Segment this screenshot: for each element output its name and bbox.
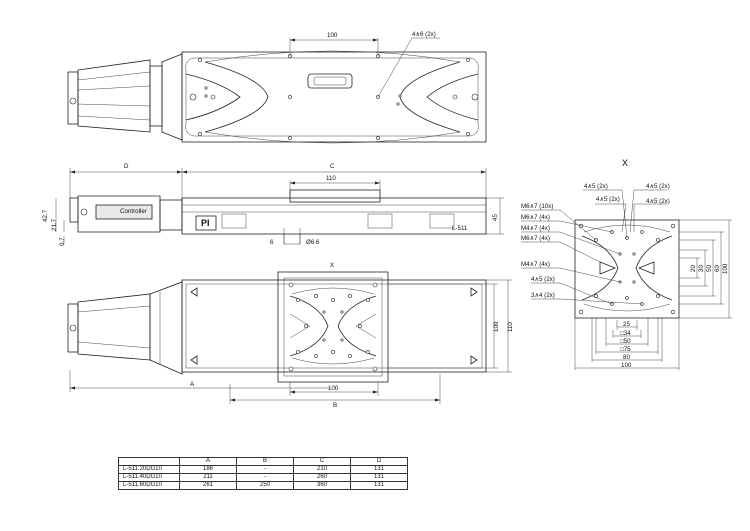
plan-dim-A: A xyxy=(190,381,195,388)
plan-view xyxy=(67,271,512,404)
detail-callout-left-6: 4∧5 (2x) xyxy=(531,276,555,283)
table-cell: 131 xyxy=(350,481,408,490)
detail-dim-50-v: 50 xyxy=(706,265,713,272)
detail-callout-left-2: M6∧7 (4x) xyxy=(521,214,550,221)
side-dim-110: 110 xyxy=(326,175,336,182)
side-dim-21-7: 21.7 xyxy=(51,218,58,231)
table-cell: 250 xyxy=(236,481,294,490)
top-dim-100: 100 xyxy=(327,32,338,39)
detail-callout-top-2: 4∧5 (2x) xyxy=(596,196,620,203)
detail-callout-top-1: 4∧5 (2x) xyxy=(584,183,608,190)
side-dim-6: 6 xyxy=(270,239,274,246)
detail-callout-left-1: M6∧7 (10x) xyxy=(521,203,553,210)
detail-x-view xyxy=(521,189,732,370)
side-dim-D: D xyxy=(124,163,129,170)
detail-callout-top-3: 4∧5 (2x) xyxy=(646,183,670,190)
detail-callout-left-5: M4∧7 (4x) xyxy=(521,261,550,268)
plan-dim-100-v: 100 xyxy=(493,321,500,332)
table-cell: - xyxy=(236,473,294,482)
table-cell: 360 xyxy=(293,481,351,490)
side-dim-C: C xyxy=(330,163,335,170)
pi-logo: PI xyxy=(201,218,210,228)
detail-dim-30: 30 xyxy=(698,265,705,272)
controller-label: Controller xyxy=(120,208,147,215)
side-dim-0-7: 0.7 xyxy=(59,237,66,246)
side-view xyxy=(55,168,504,245)
detail-callout-top-4: 4∧5 (2x) xyxy=(646,198,670,205)
table-header-cell: B xyxy=(236,457,294,466)
detail-callout-left-7: 3∧4 (2x) xyxy=(531,292,555,299)
side-dim-dia-6-6: Ø6.6 xyxy=(306,239,320,246)
table-cell: L-511.20DG10 xyxy=(118,465,180,474)
top-callout-holes: 4∧6 (2x) xyxy=(412,31,436,38)
top-view xyxy=(67,37,487,144)
plan-dim-110-v: 110 xyxy=(507,322,514,332)
detail-dim-100-v: 100 xyxy=(722,263,729,274)
table-row: L-511.20DG10 186 - 210 131 xyxy=(118,465,408,474)
detail-dim-25: 25 xyxy=(623,321,630,328)
table-cell: 131 xyxy=(350,473,408,482)
table-row: L-511.40DG10 211 - 260 131 xyxy=(118,473,408,482)
table-cell: 210 xyxy=(293,465,351,474)
table-cell: 131 xyxy=(350,465,408,474)
table-header-cell: C xyxy=(293,457,351,466)
table-header-cell: D xyxy=(350,457,408,466)
table-cell: 260 xyxy=(293,473,351,482)
table-cell: L-511.40DG10 xyxy=(118,473,180,482)
detail-dim-20: 20 xyxy=(690,265,697,272)
table-cell: 186 xyxy=(179,465,237,474)
table-header-cell xyxy=(118,457,180,466)
plan-dim-100-h: 100 xyxy=(328,385,339,392)
detail-dim-60: 60 xyxy=(714,265,721,272)
table-row: L-511.60DG10 261 250 360 131 xyxy=(118,481,408,490)
table-cell: L-511.60DG10 xyxy=(118,481,180,490)
detail-callout-left-4: M6∧7 (4x) xyxy=(521,235,550,242)
detail-dim-34: □34 xyxy=(620,330,631,337)
table-cell: 211 xyxy=(179,473,237,482)
dimension-table: A B C D L-511.20DG10 186 - 210 131 L-511… xyxy=(118,457,408,490)
detail-callout-left-3: M4∧7 (4x) xyxy=(521,225,550,232)
detail-dim-80: 80 xyxy=(623,354,630,361)
plan-detail-mark: X xyxy=(330,262,334,269)
detail-dim-75: □75 xyxy=(620,346,631,353)
detail-dim-100: 100 xyxy=(621,362,632,369)
table-cell: 261 xyxy=(179,481,237,490)
side-dim-45: 45 xyxy=(492,214,499,221)
table-header-row: A B C D xyxy=(118,457,408,466)
side-model-label: L-511 xyxy=(452,225,468,232)
detail-dim-50: □50 xyxy=(620,338,631,345)
side-dim-42-7: 42.7 xyxy=(42,209,49,222)
table-header-cell: A xyxy=(179,457,237,466)
table-cell: - xyxy=(236,465,294,474)
plan-dim-B: B xyxy=(333,402,337,409)
detail-x-title: X xyxy=(622,158,628,168)
